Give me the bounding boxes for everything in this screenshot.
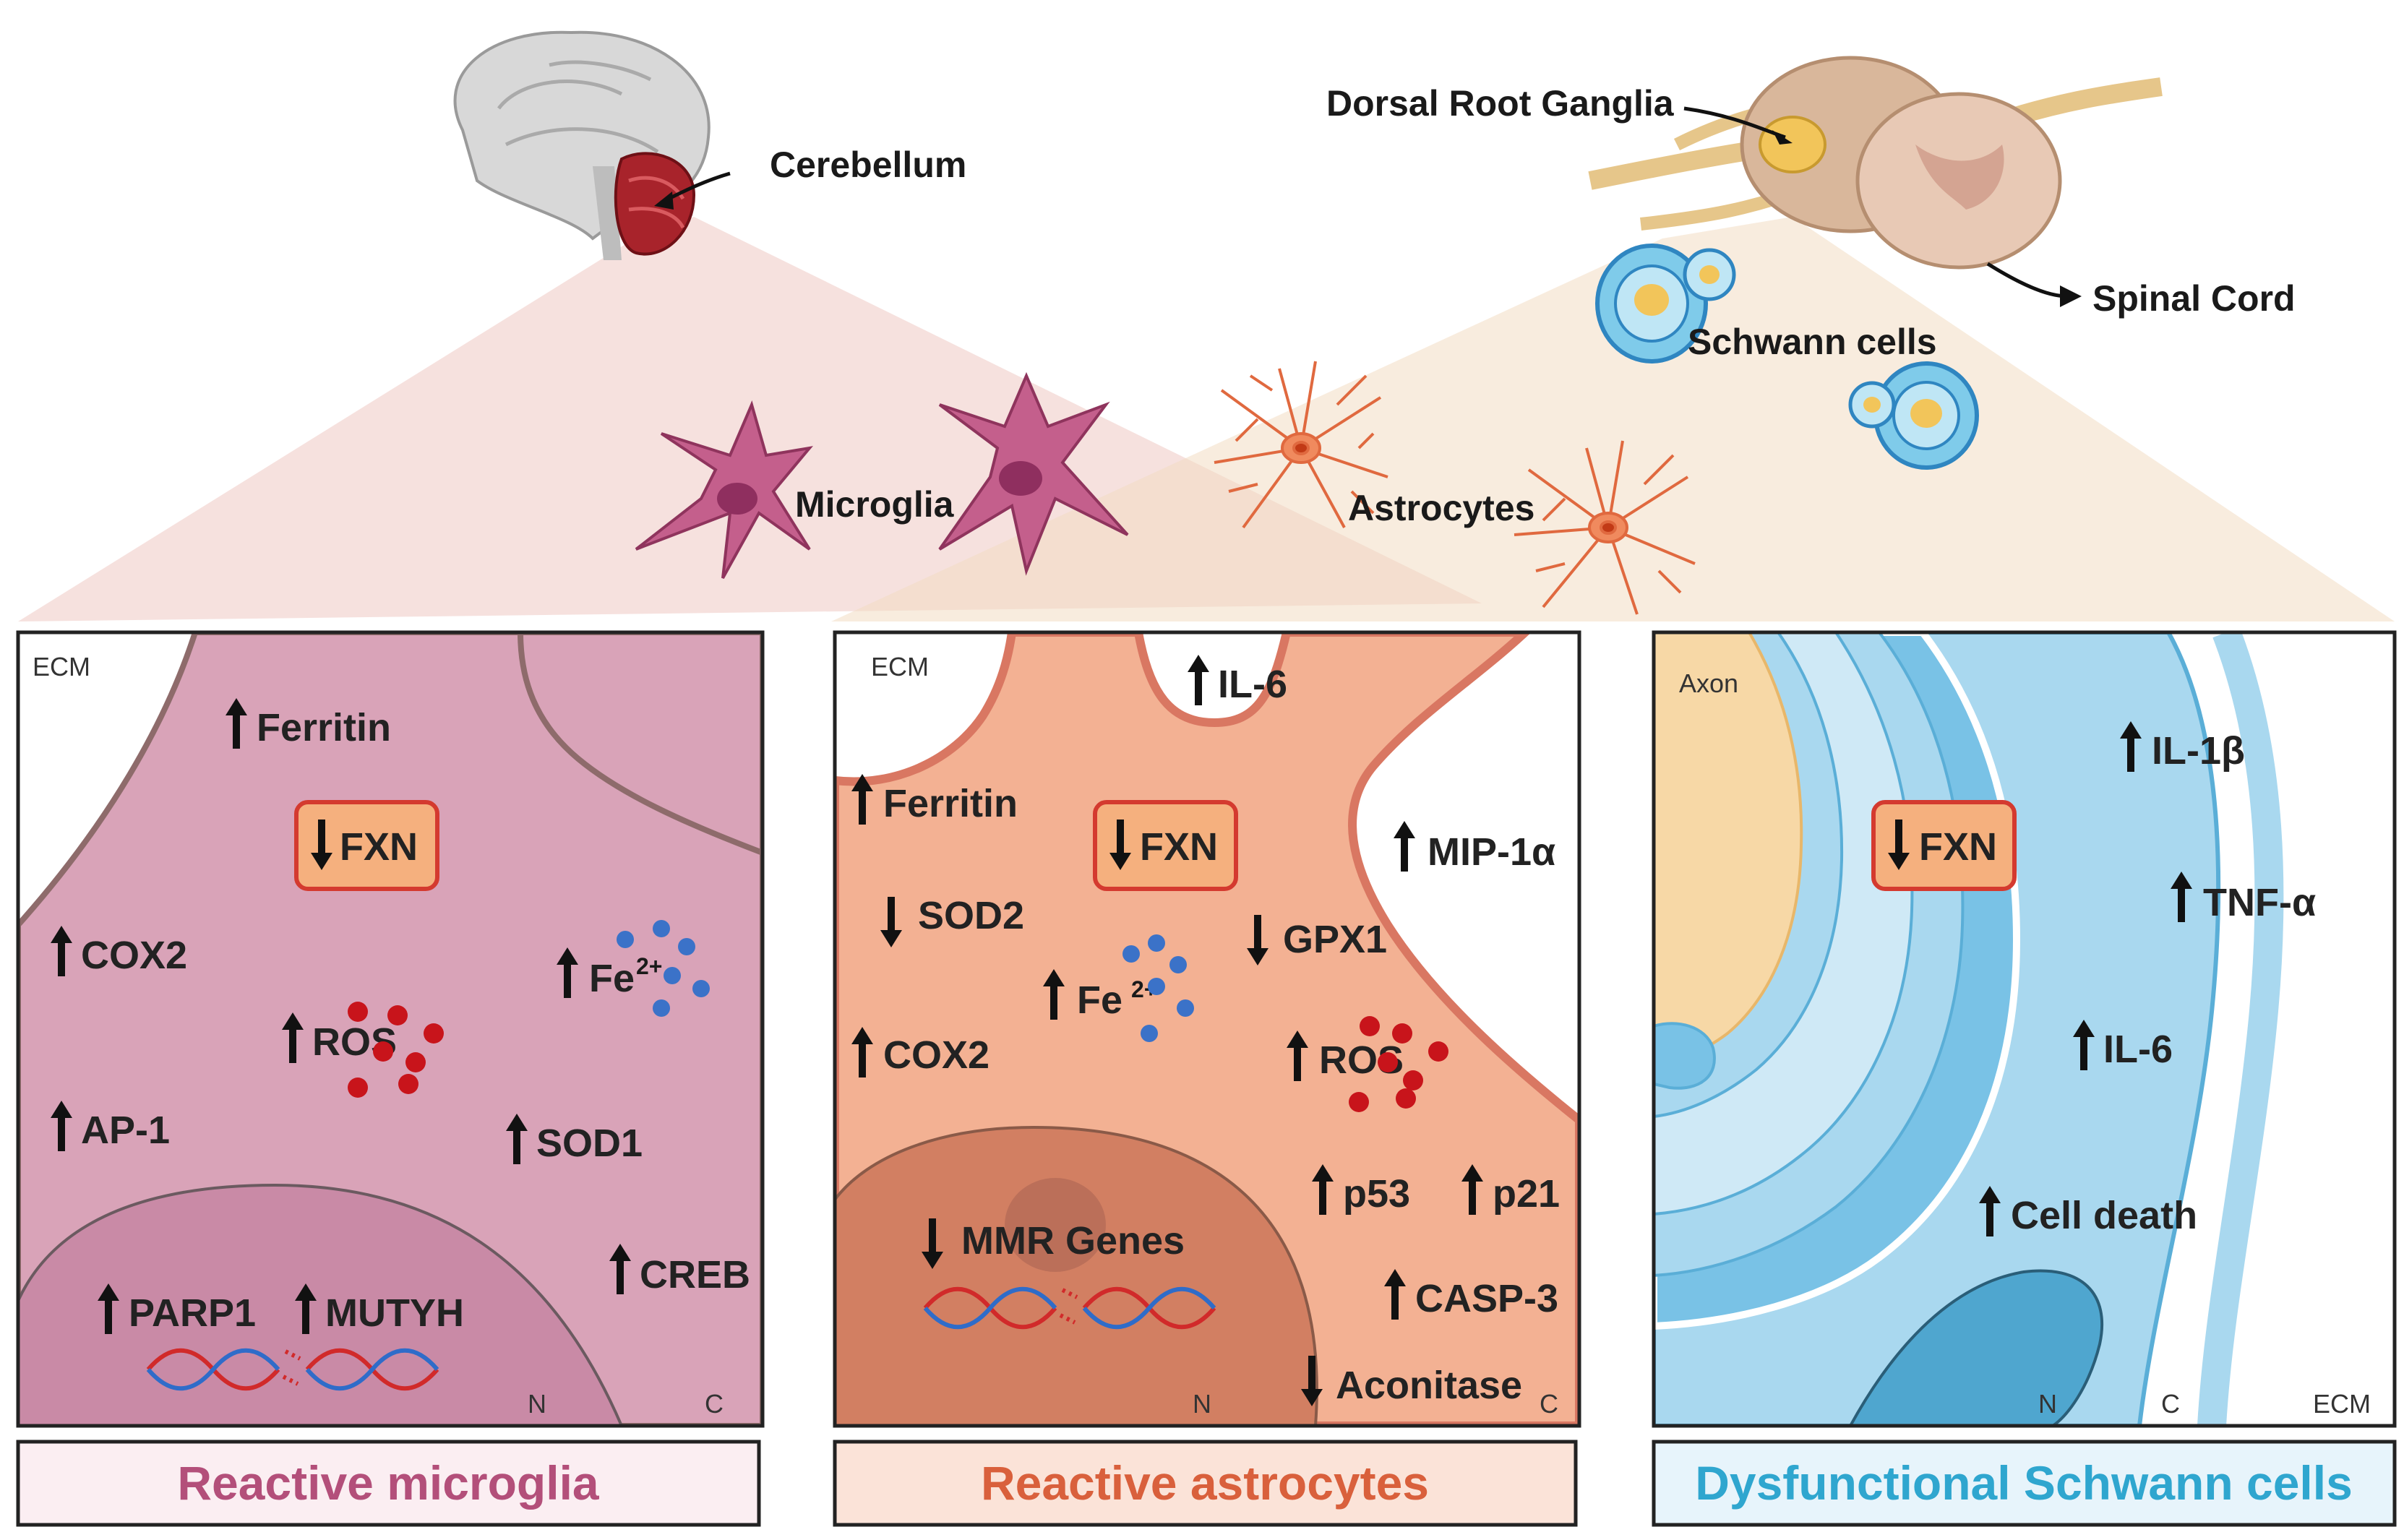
spinal-cord-label: Spinal Cord	[2092, 278, 2296, 319]
p2-ecm: ECM	[871, 652, 929, 681]
microglia-label: Microglia	[795, 484, 955, 525]
p1-cox2: COX2	[81, 934, 187, 977]
p2-fe: Fe	[1077, 978, 1122, 1022]
astrocytes-label: Astrocytes	[1348, 488, 1534, 528]
spinal-cord-illustration	[1588, 56, 2163, 307]
p2-gpx1: GPX1	[1283, 918, 1387, 961]
spinal-projection	[831, 217, 2395, 621]
schwann-cell-illustrations	[1595, 244, 1979, 470]
p3-c: C	[2161, 1389, 2180, 1419]
p1-ecm: ECM	[33, 652, 90, 681]
p2-cox2: COX2	[883, 1033, 989, 1077]
p3-ecm: ECM	[2313, 1389, 2371, 1419]
p2-title-box	[833, 1440, 1578, 1527]
p3-fxn: FXN	[1919, 825, 1997, 869]
p2-c: C	[1540, 1389, 1558, 1419]
cerebellum-label: Cerebellum	[770, 145, 966, 185]
p2-ferritin: Ferritin	[883, 782, 1018, 825]
p1-parp1: PARP1	[129, 1291, 256, 1335]
p3-title: Dysfunctional Schwann cells	[1695, 1456, 2353, 1510]
p1-ros-dots	[348, 1002, 444, 1098]
panel-schwann	[1652, 630, 2397, 1428]
p2-fe-dots	[1122, 934, 1194, 1042]
p1-title: Reactive microglia	[177, 1456, 600, 1510]
p2-aconitase: Aconitase	[1336, 1364, 1522, 1407]
p2-dna-icon	[923, 1286, 1216, 1330]
microglia-illustrations	[635, 371, 1129, 579]
p1-mutyh: MUTYH	[325, 1291, 464, 1335]
p1-title-box	[16, 1440, 761, 1527]
p1-fe: Fe	[589, 957, 635, 1000]
p2-il6: IL-6	[1218, 663, 1287, 706]
brain-illustration	[453, 30, 731, 260]
p1-fe-dots	[617, 920, 710, 1017]
p3-fxn-box: FXN	[1871, 800, 2017, 891]
p2-fxn-box: FXN	[1093, 800, 1238, 891]
p1-fe-sup: 2+	[636, 953, 662, 979]
p1-fxn-box: FXN	[294, 800, 439, 891]
p2-p21: p21	[1493, 1172, 1560, 1216]
astrocyte-illustrations	[1214, 361, 1696, 615]
p2-n: N	[1193, 1389, 1211, 1419]
panel-microglia	[16, 630, 765, 1428]
p2-mmr: MMR Genes	[961, 1219, 1185, 1262]
schwann-cells-label: Schwann cells	[1688, 322, 1937, 362]
p3-title-box	[1652, 1440, 2397, 1527]
p1-ferritin: Ferritin	[257, 706, 391, 749]
p1-n: N	[528, 1389, 546, 1419]
p3-n: N	[2038, 1389, 2057, 1419]
p3-axon: Axon	[1679, 668, 1738, 698]
drg-label: Dorsal Root Ganglia	[1326, 83, 1675, 124]
p2-casp3: CASP-3	[1415, 1277, 1558, 1320]
p1-fxn: FXN	[340, 825, 418, 869]
p2-title: Reactive astrocytes	[981, 1456, 1429, 1510]
p2-p53: p53	[1343, 1172, 1410, 1216]
p1-c: C	[705, 1389, 724, 1419]
p3-tnfa: TNF-α	[2203, 881, 2316, 924]
p1-creb: CREB	[640, 1253, 750, 1296]
panel-astrocytes	[833, 630, 1581, 1428]
p2-sod2: SOD2	[918, 894, 1024, 937]
p3-il6: IL-6	[2103, 1028, 2173, 1071]
p1-sod1: SOD1	[536, 1122, 643, 1165]
p1-ap1: AP-1	[81, 1109, 170, 1152]
p2-mip: MIP-1α	[1428, 830, 1555, 874]
p3-il1b: IL-1β	[2152, 729, 2245, 773]
p2-ros-dots	[1349, 1016, 1448, 1112]
p1-dna-icon	[146, 1348, 439, 1391]
p3-death: Cell death	[2011, 1194, 2197, 1237]
p2-fxn: FXN	[1140, 825, 1218, 869]
